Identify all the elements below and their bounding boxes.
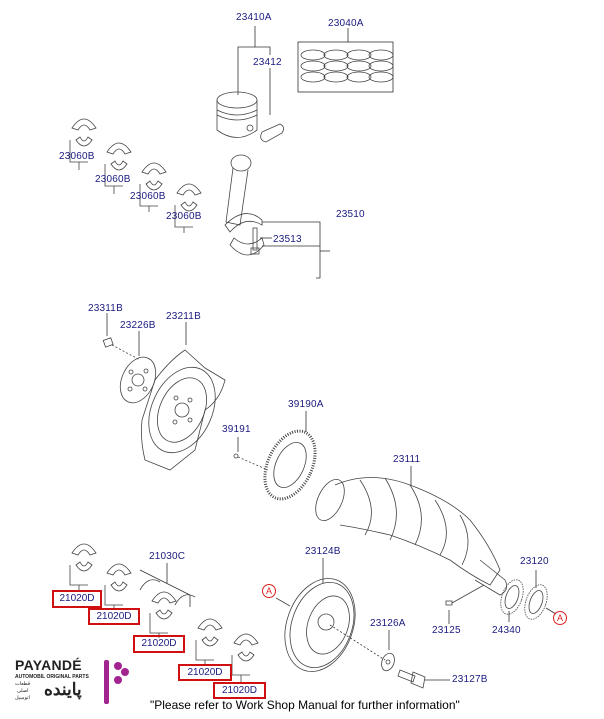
highlighted-part-label[interactable]: 21020D — [213, 682, 266, 699]
part-label-crank-gear[interactable]: 23120 — [520, 556, 549, 567]
part-label-connecting-rod-assy[interactable]: 23510 — [336, 209, 365, 220]
ring-set-box — [297, 41, 394, 93]
flywheel-bolt-icon — [102, 337, 141, 361]
part-label-washer[interactable]: 23126A — [370, 618, 406, 629]
logo-persian-name: پاینده — [44, 680, 82, 699]
part-label-pulley-bolt[interactable]: 23127B — [452, 674, 488, 685]
part-label-ring-set[interactable]: 23040A — [328, 18, 364, 29]
part-label-ring-gear-bolt[interactable]: 39191 — [222, 424, 251, 435]
part-label-thrust-bearing[interactable]: 21030C — [149, 551, 186, 562]
crankshaft-icon — [315, 477, 508, 596]
part-label-sprocket[interactable]: 24340 — [492, 625, 521, 636]
part-label-damper-pulley[interactable]: 23124B — [305, 546, 341, 557]
callout-a-pulley: A — [262, 584, 276, 598]
drive-plate-icon — [141, 349, 226, 471]
part-label-rod-bearing-1[interactable]: 23060B — [59, 151, 95, 162]
leader-piston-pin — [255, 46, 271, 55]
logo-tagline: AUTOMOBIL ORIGINAL PARTS — [15, 674, 89, 680]
part-label-adapter-plate[interactable]: 23226B — [120, 320, 156, 331]
rod-bolt-icon — [250, 227, 260, 255]
part-label-piston-pin[interactable]: 23412 — [253, 57, 282, 68]
highlighted-part-label[interactable]: 21020D — [133, 635, 185, 653]
highlighted-part-label[interactable]: 21020D — [88, 608, 140, 625]
part-label-rod-bolt[interactable]: 23513 — [273, 234, 302, 245]
part-label-flywheel-bolt[interactable]: 23311B — [88, 303, 123, 314]
highlighted-part-label[interactable]: 21020D — [52, 590, 102, 608]
damper-pulley-icon — [275, 578, 356, 672]
piston-rings-icon — [300, 49, 394, 83]
footer-note: "Please refer to Work Shop Manual for fu… — [150, 698, 460, 712]
highlighted-part-label[interactable]: 21020D — [178, 664, 232, 681]
crank-gear-icon — [524, 584, 548, 620]
logo-persian-tag-3: اتومبیل — [15, 695, 30, 701]
part-label-piston-assy[interactable]: 23410A — [236, 12, 272, 23]
key-icon — [445, 584, 485, 606]
piston-pin-icon — [260, 123, 284, 143]
connecting-rod-icon — [224, 154, 265, 256]
ring-gear-bolt-icon — [233, 453, 269, 471]
leader-piston-assy — [237, 26, 256, 95]
part-label-rod-bearing-4[interactable]: 23060B — [166, 211, 202, 222]
logo-mark-icon — [104, 660, 129, 704]
part-label-rod-bearing-3[interactable]: 23060B — [130, 191, 166, 202]
part-label-drive-plate[interactable]: 23211B — [166, 311, 201, 322]
leader-rod-assy — [262, 221, 321, 279]
washer-icon — [381, 652, 395, 672]
part-label-rod-bearing-2[interactable]: 23060B — [95, 174, 131, 185]
part-label-ring-gear[interactable]: 39190A — [288, 399, 324, 410]
callout-a-gear: A — [553, 611, 567, 625]
logo-persian-tag-1: قطعات — [15, 681, 31, 687]
piston-icon — [216, 91, 258, 138]
pulley-bolt-icon — [397, 669, 426, 689]
rod-bearings-icon — [69, 118, 202, 233]
sprocket-icon — [500, 579, 524, 615]
part-label-woodruff-key[interactable]: 23125 — [432, 625, 461, 636]
logo-persian-tag-2: اصلی — [17, 688, 29, 694]
ring-gear-icon — [263, 429, 317, 501]
logo-brand-name: PAYANDÉ — [15, 657, 82, 673]
part-label-crankshaft[interactable]: 23111 — [393, 454, 421, 465]
